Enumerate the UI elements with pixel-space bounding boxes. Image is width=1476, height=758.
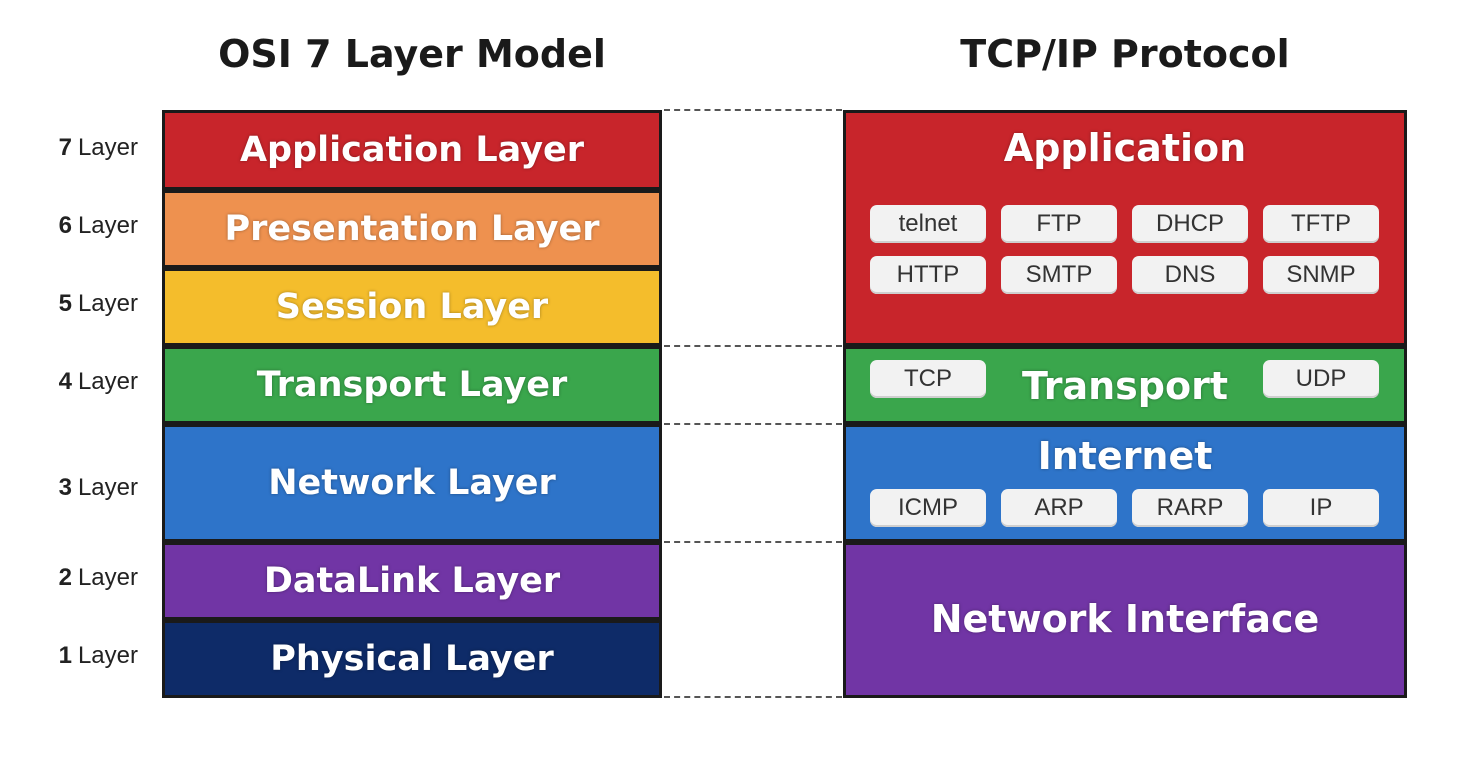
tcpip-application-layer: Application telnet FTP DHCP TFTP HTTP SM… — [843, 110, 1407, 346]
connector-transport-internet — [664, 423, 842, 425]
osi-datalink-layer: DataLink Layer — [162, 542, 662, 620]
osi-presentation-layer: Presentation Layer — [162, 190, 662, 268]
protocol-chip: SNMP — [1263, 256, 1379, 294]
tcpip-internet-layer: Internet ICMP ARP RARP IP — [843, 424, 1407, 542]
tcpip-internet-label: Internet — [1037, 434, 1213, 478]
connector-internet-network-interface — [664, 541, 842, 543]
protocol-chip-tcp: TCP — [870, 360, 986, 398]
osi-physical-layer: Physical Layer — [162, 620, 662, 698]
connector-top — [664, 109, 842, 111]
tcpip-application-label: Application — [1003, 126, 1247, 170]
protocol-chip: SMTP — [1001, 256, 1117, 294]
protocol-chip-udp: UDP — [1263, 360, 1379, 398]
tcpip-network-interface-label: Network Interface — [930, 597, 1320, 641]
connector-application-transport — [664, 345, 842, 347]
osi-transport-layer: Transport Layer — [162, 346, 662, 424]
protocol-chip: IP — [1263, 489, 1379, 527]
protocol-chip: RARP — [1132, 489, 1248, 527]
tcpip-transport-label: Transport — [1021, 364, 1228, 408]
protocol-chip: HTTP — [870, 256, 986, 294]
connector-bottom — [664, 696, 842, 698]
osi-model-title: OSI 7 Layer Model — [218, 32, 606, 76]
protocol-chip: telnet — [870, 205, 986, 243]
tcpip-model-title: TCP/IP Protocol — [960, 32, 1290, 76]
osi-network-layer: Network Layer — [162, 424, 662, 542]
osi-application-layer: Application Layer — [162, 110, 662, 190]
protocol-chip: ICMP — [870, 489, 986, 527]
tcpip-transport-layer: Transport TCP UDP — [843, 346, 1407, 424]
protocol-chip: DNS — [1132, 256, 1248, 294]
protocol-chip: DHCP — [1132, 205, 1248, 243]
protocol-chip: ARP — [1001, 489, 1117, 527]
osi-session-layer: Session Layer — [162, 268, 662, 346]
protocol-chip: FTP — [1001, 205, 1117, 243]
tcpip-network-interface-layer: Network Interface — [843, 542, 1407, 698]
protocol-chip: TFTP — [1263, 205, 1379, 243]
